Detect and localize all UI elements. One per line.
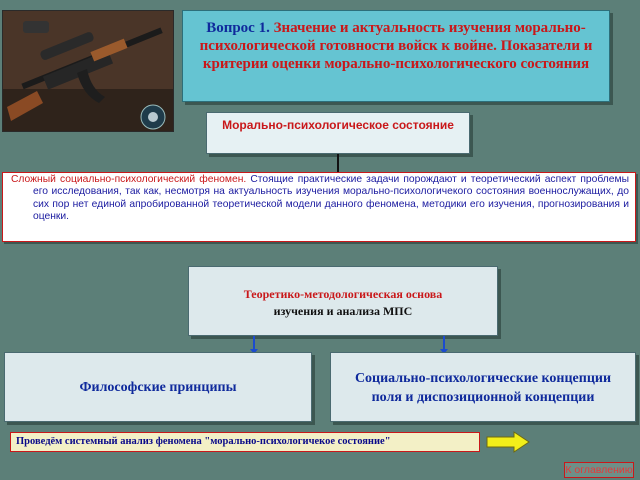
theory-basis-box: Теоретико-методологическая основа изучен… <box>188 266 498 336</box>
social-concepts-line1: Социально-психологические концепции <box>354 371 612 386</box>
philosophy-principles-box: Философские принципы <box>4 352 312 422</box>
social-concepts-line2: поля и диспозиционной концепции <box>371 390 595 405</box>
rifle-illustration <box>3 11 173 131</box>
theory-basis-line2: изучения и анализа МПС <box>273 304 413 318</box>
complex-phenomenon-box: Сложный социально-психологический феноме… <box>2 172 636 242</box>
rifle-photo <box>2 10 174 132</box>
slide-title-box: Вопрос 1. Значение и актуальность изучен… <box>182 10 610 102</box>
slide-title: Значение и актуальность изучения моральн… <box>199 20 593 72</box>
contents-button[interactable]: К оглавлению <box>564 462 634 478</box>
arrow-down-icon <box>250 336 258 354</box>
arrow-down-icon <box>440 336 448 354</box>
arrow-right-icon[interactable] <box>486 431 530 453</box>
theory-basis-line1: Теоретико-методологическая основа <box>243 287 443 301</box>
social-concepts-box: Социально-психологические концепции поля… <box>330 352 636 422</box>
mps-box: Морально-психологическое состояние <box>206 112 470 154</box>
complex-phenomenon-lead: Сложный социально-психологический феноме… <box>11 174 247 185</box>
connector-line <box>337 154 339 174</box>
question-label: Вопрос 1. <box>206 20 270 36</box>
analysis-note: Проведём системный анализ феномена "мора… <box>10 432 480 452</box>
complex-phenomenon-text: Стоящие практические задачи порождают и … <box>33 174 629 223</box>
